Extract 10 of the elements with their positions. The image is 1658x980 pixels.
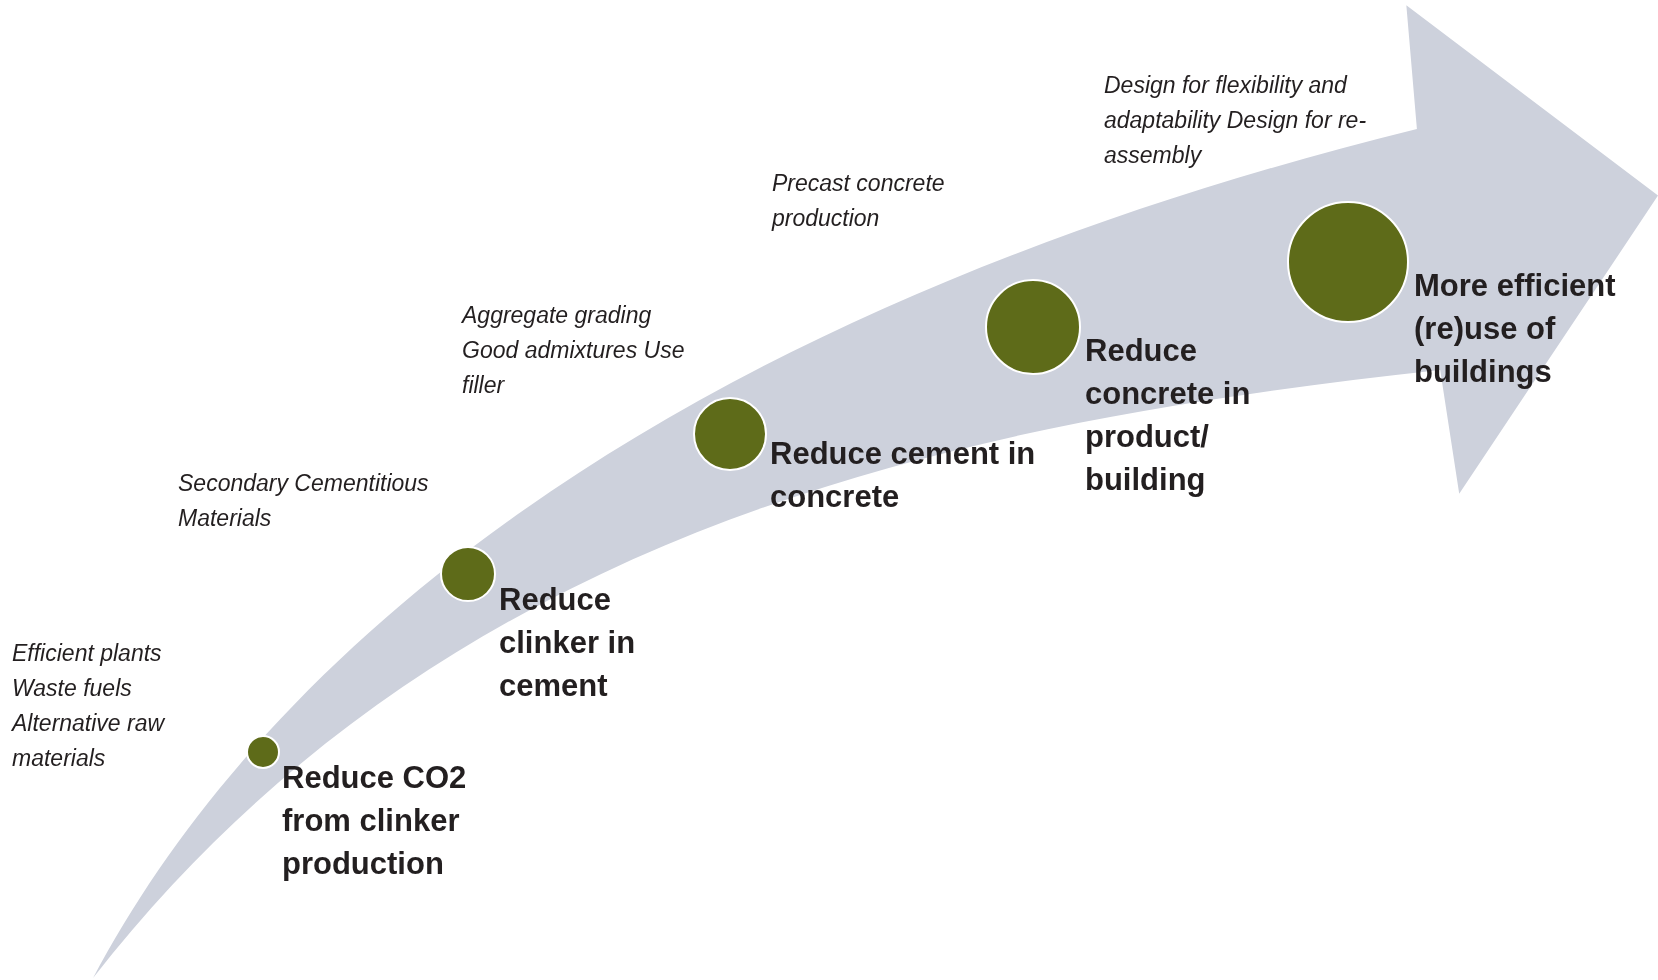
measure-note: Aggregate grading Good admixtures Use filler [462,301,686,400]
measure-note: Secondary Cementitious Materials [178,469,430,533]
measure-note: Efficient plants Waste fuels Alternative raw materials [12,639,166,773]
measure-note: Precast concrete production [772,169,946,233]
step-heading: More efficient (re)use of buildings [1414,267,1617,391]
measure-note: Design for flexibility and adaptability Design for re-assembly [1104,71,1368,170]
step-heading: Reduce CO2 from clinker production [282,759,468,883]
step-heading: Reduce cement in concrete [770,435,1037,516]
step-heading: Reduce clinker in cement [499,581,637,705]
step-heading: Reduce concrete in product/ building [1085,332,1252,499]
